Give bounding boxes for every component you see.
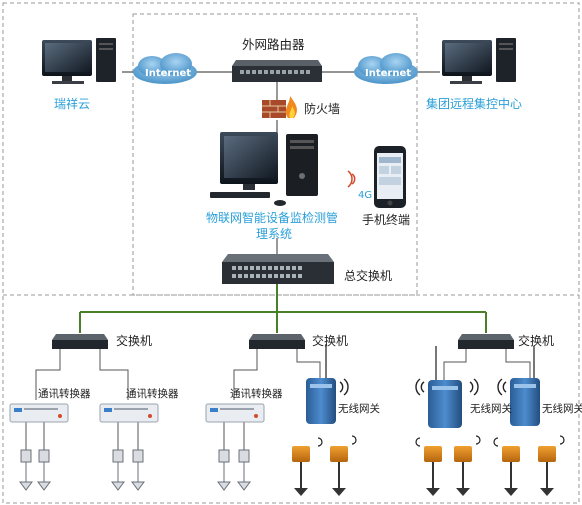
switch-icon (249, 334, 305, 349)
converter-label: 通讯转换器 (230, 387, 283, 400)
green-links (79, 284, 487, 333)
monitor-icon (42, 38, 116, 84)
gateway-icon (428, 346, 462, 428)
sensor-icon (19, 449, 251, 491)
switch-label: 交换机 (312, 333, 348, 348)
system-label-line1: 物联网智能设备监检测管 (206, 210, 338, 225)
switch-icon (458, 334, 514, 349)
signal-icon (347, 170, 356, 188)
internet-right-label: Internet (365, 68, 411, 79)
remote-center-label: 集团远程集控中心 (426, 96, 522, 111)
gateway-label: 无线网关 (542, 402, 582, 415)
firewall-icon (262, 96, 297, 118)
converter-icon (9, 403, 69, 423)
cloud-icon (354, 53, 418, 84)
internet-left-label: Internet (145, 68, 191, 79)
monitor-icon (442, 38, 516, 84)
converter-icon (99, 403, 159, 423)
converter-label: 通讯转换器 (38, 387, 91, 400)
router-icon (232, 60, 322, 82)
signal-label: 4G (358, 190, 372, 201)
gateway-icon (510, 346, 540, 426)
switch-icon (222, 254, 334, 284)
monitor-icon (210, 132, 318, 206)
firewall-label: 防火墙 (304, 101, 340, 116)
system-label-line2: 理系统 (256, 227, 292, 241)
phone-icon (374, 146, 406, 208)
core-switch-label: 总交换机 (344, 268, 392, 283)
router-label: 外网路由器 (242, 37, 305, 52)
switch-label: 交换机 (518, 333, 554, 348)
bottom-links (25, 348, 531, 450)
gateway-label: 无线网关 (470, 402, 512, 415)
signal-icon (339, 378, 507, 396)
switch-label: 交换机 (116, 333, 152, 348)
cloud-icon (133, 53, 197, 84)
cloud-label: 瑞祥云 (54, 97, 90, 111)
converter-label: 通讯转换器 (126, 387, 179, 400)
gateway-label: 无线网关 (338, 402, 380, 415)
converter-icon (205, 403, 265, 423)
signal-icon (317, 435, 565, 447)
mobile-label: 手机终端 (362, 212, 410, 227)
gateway-icon (306, 344, 336, 424)
sensor-icon (292, 446, 556, 496)
switch-icon (52, 334, 108, 349)
